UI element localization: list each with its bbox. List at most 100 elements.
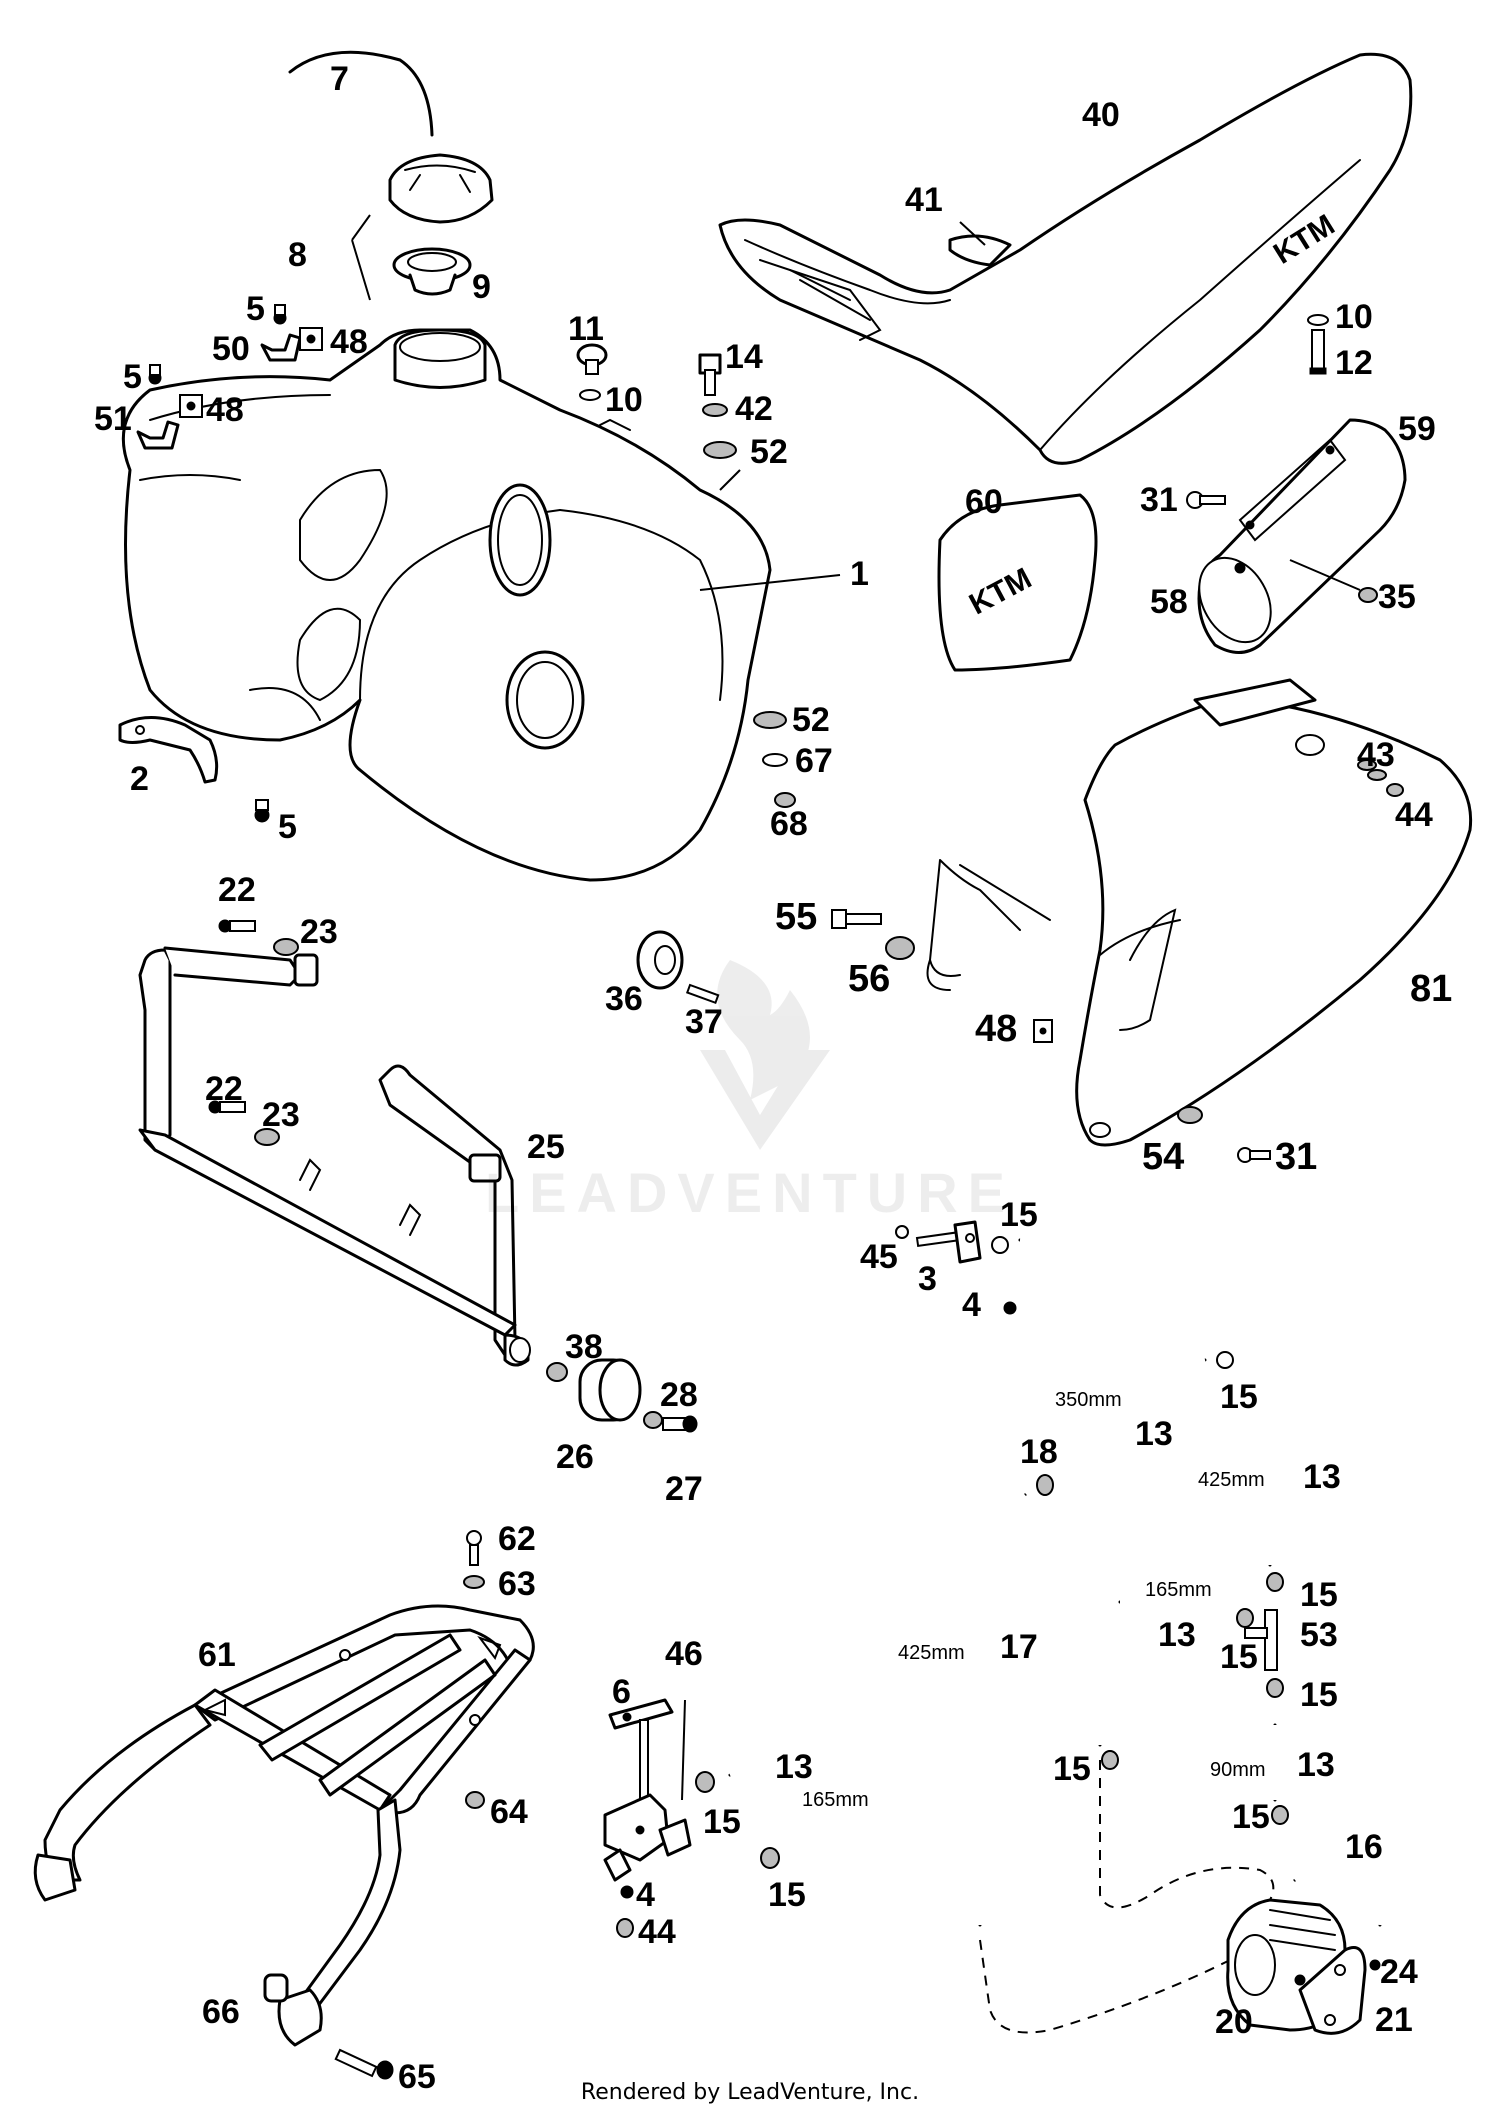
callout-2: 2 xyxy=(130,760,149,798)
callout-22a: 22 xyxy=(218,871,256,909)
washer-52a xyxy=(703,441,737,459)
callout-15e: 15 xyxy=(1300,1676,1338,1714)
callout-5c: 5 xyxy=(278,808,297,846)
clamp-15h xyxy=(695,1771,715,1793)
callout-36: 36 xyxy=(605,980,643,1018)
callout-20: 20 xyxy=(1215,2003,1253,2041)
dimension-90mm: 90mm xyxy=(1210,1759,1266,1781)
screw-31b xyxy=(1237,1147,1271,1163)
toolbag-58 xyxy=(1197,418,1407,654)
callout-13a: 13 xyxy=(1135,1415,1173,1453)
nut-64 xyxy=(465,1791,485,1809)
callout-16: 16 xyxy=(1345,1828,1383,1866)
clamp-15c xyxy=(1266,1572,1284,1592)
side-cover-81 xyxy=(1075,678,1473,1147)
callout-15g: 15 xyxy=(1232,1798,1270,1836)
callout-55: 55 xyxy=(775,896,818,938)
screw-5a xyxy=(273,304,287,325)
callout-15f: 15 xyxy=(1053,1750,1091,1788)
callout-10a: 10 xyxy=(605,381,643,419)
callout-13b: 13 xyxy=(1303,1458,1341,1496)
callout-23a: 23 xyxy=(300,913,338,951)
fuel-tank-1 xyxy=(121,328,772,882)
fuel-tap-3 xyxy=(915,1220,982,1264)
bracket-21 xyxy=(1298,1946,1367,2035)
screw-22a xyxy=(218,919,256,933)
callout-81: 81 xyxy=(1410,968,1453,1010)
callout-28: 28 xyxy=(660,1376,698,1414)
screw-22b xyxy=(208,1100,246,1114)
vent-hose-7 xyxy=(288,50,434,137)
screw-27 xyxy=(662,1415,698,1433)
screw-31a xyxy=(1186,491,1226,509)
callout-15h: 15 xyxy=(703,1803,741,1841)
callout-22b: 22 xyxy=(205,1070,243,1108)
callout-8: 8 xyxy=(288,236,307,274)
clamp-15f xyxy=(1101,1750,1119,1770)
footer-credit: Rendered by LeadVenture, Inc. xyxy=(580,2080,920,2105)
bracket-2 xyxy=(118,716,219,784)
callout-31a: 31 xyxy=(1140,481,1178,519)
callout-48c: 48 xyxy=(975,1008,1018,1050)
callout-10b: 10 xyxy=(1335,298,1373,336)
callout-50: 50 xyxy=(212,330,250,368)
callout-15a: 15 xyxy=(1000,1196,1038,1234)
clip-48b xyxy=(179,394,203,418)
fuel-cap-8 xyxy=(388,153,494,224)
callout-7: 7 xyxy=(330,60,349,98)
callout-66: 66 xyxy=(202,1993,240,2031)
callout-53: 53 xyxy=(1300,1616,1338,1654)
callout-14: 14 xyxy=(725,338,763,376)
clamp-15a xyxy=(991,1236,1009,1254)
cap-seal-9 xyxy=(392,247,472,296)
callout-3: 3 xyxy=(918,1260,937,1298)
callout-4a: 4 xyxy=(962,1286,981,1324)
callout-38: 38 xyxy=(565,1328,603,1366)
callout-15d: 15 xyxy=(1220,1638,1258,1676)
callout-6: 6 xyxy=(612,1673,631,1711)
screw-55 xyxy=(831,909,882,929)
grommet-36 xyxy=(636,930,684,990)
washer-10a xyxy=(579,389,601,401)
washer-38 xyxy=(546,1362,568,1382)
callout-26: 26 xyxy=(556,1438,594,1476)
washer-43b xyxy=(1367,769,1387,781)
watermark-logo xyxy=(700,960,830,1150)
callout-59: 59 xyxy=(1398,410,1436,448)
screw-4b xyxy=(620,1885,634,1899)
callout-56: 56 xyxy=(848,958,891,1000)
clamp-18 xyxy=(1036,1474,1054,1496)
dimension-425mm-a: 425mm xyxy=(1198,1469,1265,1491)
callout-43: 43 xyxy=(1357,736,1395,774)
callout-23b: 23 xyxy=(262,1096,300,1134)
clamp-15b xyxy=(1216,1351,1234,1369)
callout-51: 51 xyxy=(94,400,132,438)
screw-5b xyxy=(148,364,162,385)
spacer-66 xyxy=(263,1973,289,2003)
washer-23b xyxy=(254,1128,280,1146)
bolt-14 xyxy=(698,353,722,396)
callout-45: 45 xyxy=(860,1238,898,1276)
callout-52b: 52 xyxy=(792,701,830,739)
screw-65 xyxy=(334,2048,394,2080)
washer-28 xyxy=(643,1411,663,1429)
bracket-50 xyxy=(260,333,302,362)
washer-10b xyxy=(1307,314,1329,326)
callout-42: 42 xyxy=(735,390,773,428)
callout-17: 17 xyxy=(1000,1628,1038,1666)
clip-48c xyxy=(1033,1019,1053,1043)
washer-43 xyxy=(1357,759,1377,771)
callout-15i: 15 xyxy=(768,1876,806,1914)
callout-63: 63 xyxy=(498,1565,536,1603)
callout-46: 46 xyxy=(665,1635,703,1673)
screw-24 xyxy=(1369,1959,1381,1971)
rubber-mount-26 xyxy=(578,1358,642,1422)
clamp-15i xyxy=(760,1847,780,1869)
callout-9: 9 xyxy=(472,268,491,306)
dimension-350mm: 350mm xyxy=(1055,1389,1122,1411)
callout-48b: 48 xyxy=(206,391,244,429)
callout-18: 18 xyxy=(1020,1433,1058,1471)
callout-13d: 13 xyxy=(1297,1746,1335,1784)
bracket-51 xyxy=(136,420,180,450)
callout-54: 54 xyxy=(1142,1136,1185,1178)
